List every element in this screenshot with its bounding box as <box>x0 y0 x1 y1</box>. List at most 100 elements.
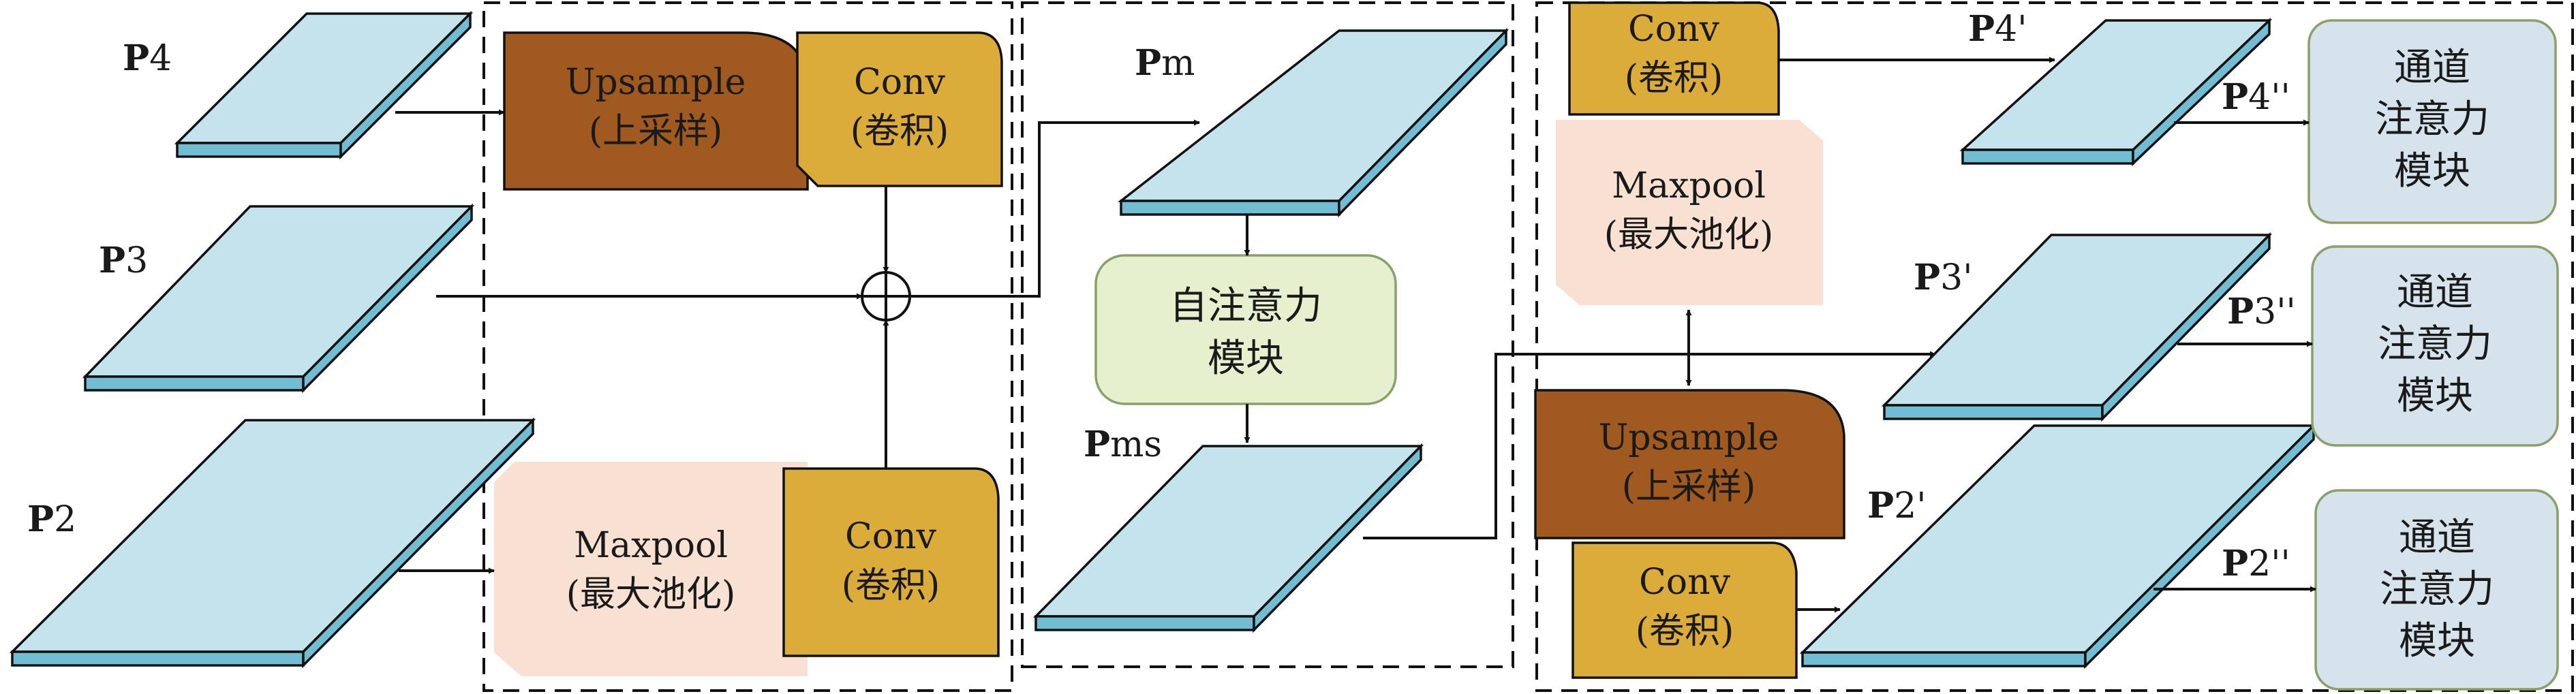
self-attention-line2: 模块 <box>1208 336 1284 381</box>
upsample-block-redistribute-shape <box>1534 389 1845 539</box>
conv-fusion-bottom-line2: (卷积) <box>842 565 940 606</box>
channel-attention-3-line1: 通道 <box>2399 516 2475 560</box>
feature-map-p2-prime-front <box>1801 651 2087 667</box>
feature-map-pm-side <box>1338 27 1507 218</box>
label-p2-prime: P2' <box>1867 485 1927 526</box>
conv-block-redistribute-top: Conv (卷积) <box>1568 1 1780 116</box>
maxpool-fusion-line2: (最大池化) <box>566 574 736 615</box>
conv-block-fusion-bottom: Conv (卷积) <box>782 467 1000 657</box>
channel-attention-1-line1: 通道 <box>2394 46 2470 90</box>
label-p4-prime: P4' <box>1968 8 2027 50</box>
channel-attention-2-line2: 注意力 <box>2378 322 2492 366</box>
label-p3-bold: P <box>99 240 125 281</box>
label-pms: Pms <box>1084 424 1162 465</box>
feature-map-p4 <box>174 10 474 160</box>
channel-attention-1-line2: 注意力 <box>2375 97 2489 142</box>
self-attention-line1: 自注意力 <box>1169 284 1322 328</box>
feature-map-p4-front <box>176 142 342 158</box>
conv-redistribute-top-line1: Conv <box>1628 9 1720 50</box>
label-p4-double-prime: P4'' <box>2222 76 2290 118</box>
redistribution-arrows <box>1685 57 2316 613</box>
conv-block-fusion-top-shape <box>796 31 1003 187</box>
feature-map-p4-prime <box>1959 17 2273 167</box>
channel-attention-module-2: 通道 注意力 模块 <box>2311 245 2559 447</box>
maxpool-fusion-line1: Maxpool <box>574 525 728 566</box>
upsample-block-fusion: Upsample (上采样) <box>503 31 809 191</box>
fusion-dashed-box <box>482 1 1013 692</box>
label-p4-double-prime-index: 4'' <box>2248 77 2290 118</box>
conv-fusion-top-line1: Conv <box>854 62 946 103</box>
label-p2-double-prime-bold: P <box>2222 543 2248 584</box>
label-pm-index: m <box>1161 43 1195 84</box>
label-p2-double-prime: P2'' <box>2222 543 2290 584</box>
feature-map-pms-front <box>1034 615 1255 631</box>
maxpool-redistribute-line2: (最大池化) <box>1604 215 1774 255</box>
conv-redistribute-top-line2: (卷积) <box>1625 58 1723 99</box>
conv-block-redistribute-bottom-shape <box>1571 541 1798 679</box>
conv-fusion-top-line2: (卷积) <box>850 111 949 152</box>
label-p3-prime: P3' <box>1914 257 1973 298</box>
label-p4-prime-bold: P <box>1968 8 1995 50</box>
fusion-arrows <box>395 109 1200 574</box>
element-wise-sum-icon <box>861 271 911 321</box>
maxpool-redistribute-line1: Maxpool <box>1612 165 1766 206</box>
label-p4-prime-index: 4' <box>1995 9 2027 50</box>
label-p4-bold: P <box>123 37 149 79</box>
channel-attention-2-line1: 通道 <box>2397 270 2473 315</box>
label-p4-double-prime-bold: P <box>2222 76 2248 118</box>
label-p2-prime-bold: P <box>1867 485 1894 526</box>
feature-map-p2-top <box>9 419 536 653</box>
arrow-sum-to-pm <box>910 119 1200 298</box>
label-p3-double-prime-index: 3'' <box>2254 291 2296 332</box>
label-p4: P4 <box>123 37 172 79</box>
label-pm-bold: P <box>1135 42 1161 84</box>
channel-attention-3-line3: 模块 <box>2399 619 2475 663</box>
feature-map-p3-prime <box>1881 232 2273 422</box>
feature-map-p2-prime <box>1799 422 2317 669</box>
feature-map-pms-side <box>1253 443 1422 633</box>
feature-map-pms <box>1032 443 1424 633</box>
feature-map-p2 <box>9 417 536 669</box>
upsample-redistribute-line2: (上采样) <box>1622 467 1756 507</box>
conv-block-redistribute-top-shape <box>1568 1 1780 116</box>
label-p4-index: 4 <box>149 38 172 79</box>
feature-map-p2-prime-top <box>1799 424 2317 654</box>
upsample-fusion-line2: (上采样) <box>589 111 723 152</box>
channel-attention-2-line3: 模块 <box>2397 374 2473 418</box>
maxpool-block-redistribute: Maxpool (最大池化) <box>1556 120 1823 305</box>
label-p3-double-prime-bold: P <box>2227 291 2254 332</box>
channel-attention-module-3: 通道 注意力 模块 <box>2314 489 2559 691</box>
self-attention-dashed-box <box>1021 1 1514 668</box>
label-p3-prime-index: 3' <box>1940 257 1972 298</box>
feature-map-p4-side <box>339 10 472 160</box>
maxpool-block-fusion-shape <box>494 462 808 676</box>
label-p3: P3 <box>99 240 148 281</box>
label-p2-prime-index: 2' <box>1894 486 1926 526</box>
middle-arrows <box>1244 215 1936 539</box>
redistribution-dashed-box <box>1535 1 2574 692</box>
label-p2-index: 2 <box>54 499 76 540</box>
conv-block-fusion-bottom-shape <box>782 467 1000 657</box>
feature-map-pms-top <box>1032 445 1424 618</box>
maxpool-block-fusion: Maxpool (最大池化) <box>494 462 808 676</box>
feature-map-p4-top <box>174 12 474 144</box>
feature-map-p2-side <box>302 417 534 669</box>
feature-map-p2-prime-side <box>2084 422 2315 669</box>
feature-map-p3-top <box>82 205 475 378</box>
label-p2-double-prime-index: 2'' <box>2248 543 2290 584</box>
self-attention-module-box <box>1094 254 1397 405</box>
feature-map-pm <box>1117 27 1509 218</box>
feature-map-p3 <box>82 203 475 394</box>
label-p2-bold: P <box>27 499 54 540</box>
conv-redistribute-bottom-line1: Conv <box>1639 562 1731 603</box>
conv-redistribute-bottom-line2: (卷积) <box>1636 611 1734 652</box>
arrow-pms-to-p3-prime <box>1363 351 1936 539</box>
label-pm: Pm <box>1135 42 1195 84</box>
feature-map-p4-prime-side <box>2132 17 2271 167</box>
conv-fusion-bottom-line1: Conv <box>845 516 937 557</box>
feature-map-p2-front <box>11 650 305 667</box>
feature-map-pm-front <box>1120 200 1340 216</box>
upsample-block-redistribute: Upsample (上采样) <box>1534 389 1845 539</box>
channel-attention-3-line2: 注意力 <box>2380 567 2494 612</box>
